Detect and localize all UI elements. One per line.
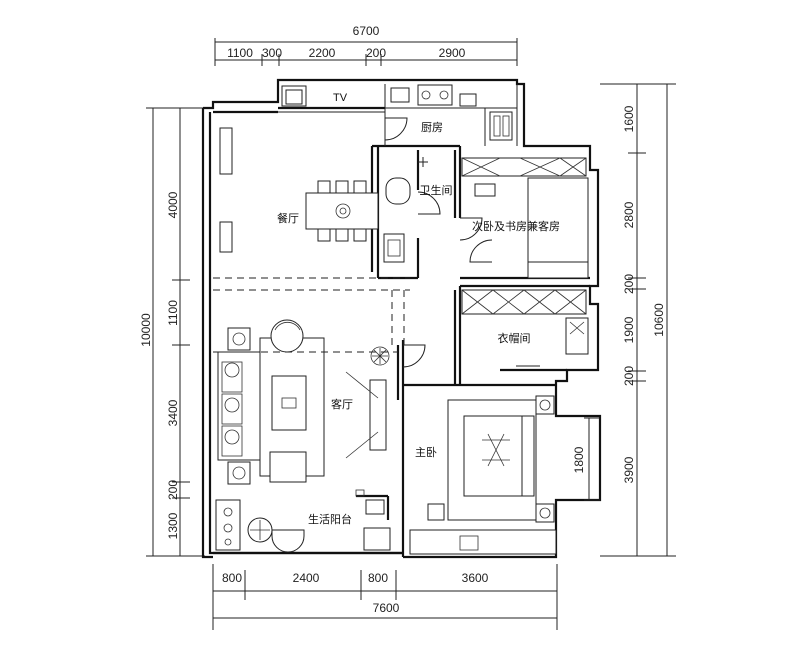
bottom-dim-4: 3600 [462,571,489,585]
top-dim-1: 1100 [227,46,253,60]
bottom-dim-3: 800 [368,571,388,585]
right-dim-6: 3900 [622,456,636,483]
closet: 衣帽间 [461,289,589,367]
left-dim-1: 4000 [166,191,180,218]
room-label-kitchen: 厨房 [421,121,443,134]
master-bedroom: 主卧 1800 [402,344,600,555]
top-dim-3: 2200 [309,46,336,60]
bottom-dim-1: 800 [222,571,242,585]
top-total-dim: 6700 [353,24,380,38]
left-dim-4: 200 [166,480,180,500]
living-room: 客厅 [217,319,390,485]
bottom-total-dim: 7600 [373,601,400,615]
bathroom: 卫生间 [383,157,453,263]
walls [201,78,602,559]
room-label-balcony: 生活阳台 [308,512,352,526]
left-dim-2: 1100 [166,300,180,326]
bottom-dimensions: 800 2400 800 3600 7600 [212,564,558,630]
top-dim-5: 2900 [439,46,466,60]
right-dimensions: 1600 2800 200 1900 200 3900 10600 [600,83,676,557]
room-label-master: 主卧 [415,446,437,459]
right-dim-2: 2800 [622,201,636,228]
top-dim-2: 300 [262,46,282,60]
bottom-dim-2: 2400 [293,571,320,585]
right-dim-4: 1900 [622,316,636,343]
left-dim-5: 1300 [166,512,180,539]
right-dim-5: 200 [622,366,636,386]
right-dim-1: 1600 [622,105,636,132]
left-total-dim: 10000 [139,313,153,347]
room-label-bathroom: 卫生间 [420,183,453,197]
dining-area: 餐厅 [219,127,379,253]
study-bedroom: 次卧及书房兼客房 [459,157,589,279]
room-label-closet: 衣帽间 [498,331,531,345]
svg-text:TV: TV [333,92,348,104]
room-label-dining: 餐厅 [277,211,299,225]
utility-balcony: 生活阳台 [215,489,391,553]
room-label-living: 客厅 [331,397,353,411]
kitchen: TV 厨房 [278,84,518,146]
top-dimensions: 6700 1100 300 2200 200 2900 [214,24,518,66]
right-dim-3: 200 [622,274,636,294]
top-dim-4: 200 [366,46,386,60]
right-total-dim: 10600 [652,303,666,337]
left-dimensions: 4000 1100 3400 200 1300 10000 [139,107,205,557]
room-label-study: 次卧及书房兼客房 [472,219,560,233]
bed-width-dim: 1800 [572,446,586,473]
left-dim-3: 3400 [166,399,180,426]
